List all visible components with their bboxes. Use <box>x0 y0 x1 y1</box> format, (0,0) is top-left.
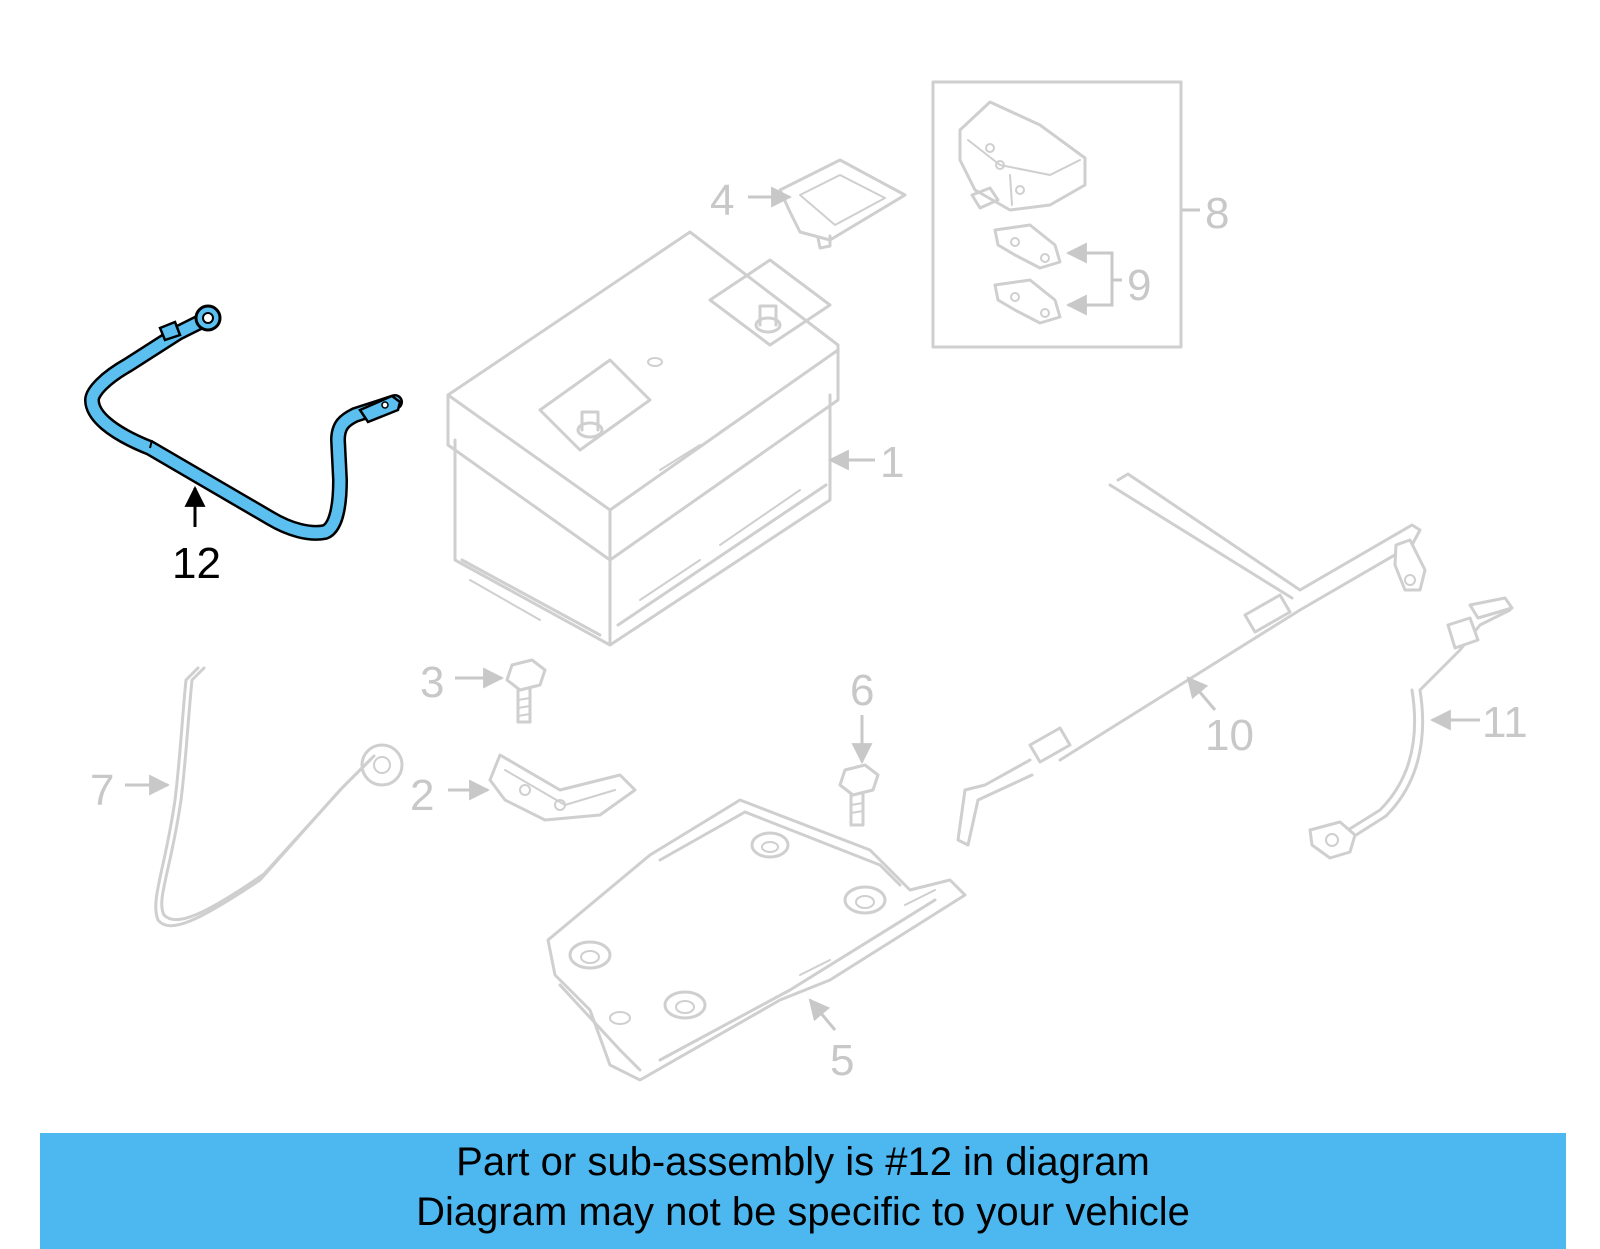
callout-12: 12 <box>172 539 221 588</box>
caption-line-2: Diagram may not be specific to your vehi… <box>416 1190 1190 1234</box>
battery-part <box>446 230 840 647</box>
ground-cable-part <box>154 666 404 928</box>
tray-part <box>546 798 967 1082</box>
caption-banner: Part or sub-assembly is #12 in diagram D… <box>40 1133 1566 1249</box>
caption-line-1: Part or sub-assembly is #12 in diagram <box>456 1140 1150 1184</box>
clip-part <box>778 158 907 250</box>
highlighted-cable-part-12 <box>84 304 403 541</box>
callout-2: 2 <box>410 771 434 820</box>
callout-5: 5 <box>830 1036 854 1085</box>
leader-9 <box>1072 251 1122 282</box>
callout-10: 10 <box>1205 711 1254 760</box>
bolt-part-6 <box>838 763 880 827</box>
callout-9: 9 <box>1127 261 1151 310</box>
leader-9c <box>1072 280 1114 307</box>
bolt-part-3 <box>505 658 547 724</box>
callout-6: 6 <box>850 666 874 715</box>
callout-3: 3 <box>420 658 444 707</box>
callout-8: 8 <box>1205 189 1229 238</box>
terminal-clamp-part <box>993 223 1062 325</box>
callout-11: 11 <box>1482 698 1528 747</box>
callout-4: 4 <box>710 176 734 225</box>
battery-cable-part-10 <box>956 472 1427 847</box>
leader-5 <box>808 998 837 1031</box>
sensor-cable-part <box>1308 596 1514 860</box>
bracket-part <box>488 753 637 822</box>
callout-1: 1 <box>880 438 904 487</box>
leader-10 <box>1186 676 1217 711</box>
terminal-box-part <box>931 80 1183 349</box>
callout-7: 7 <box>90 766 114 815</box>
